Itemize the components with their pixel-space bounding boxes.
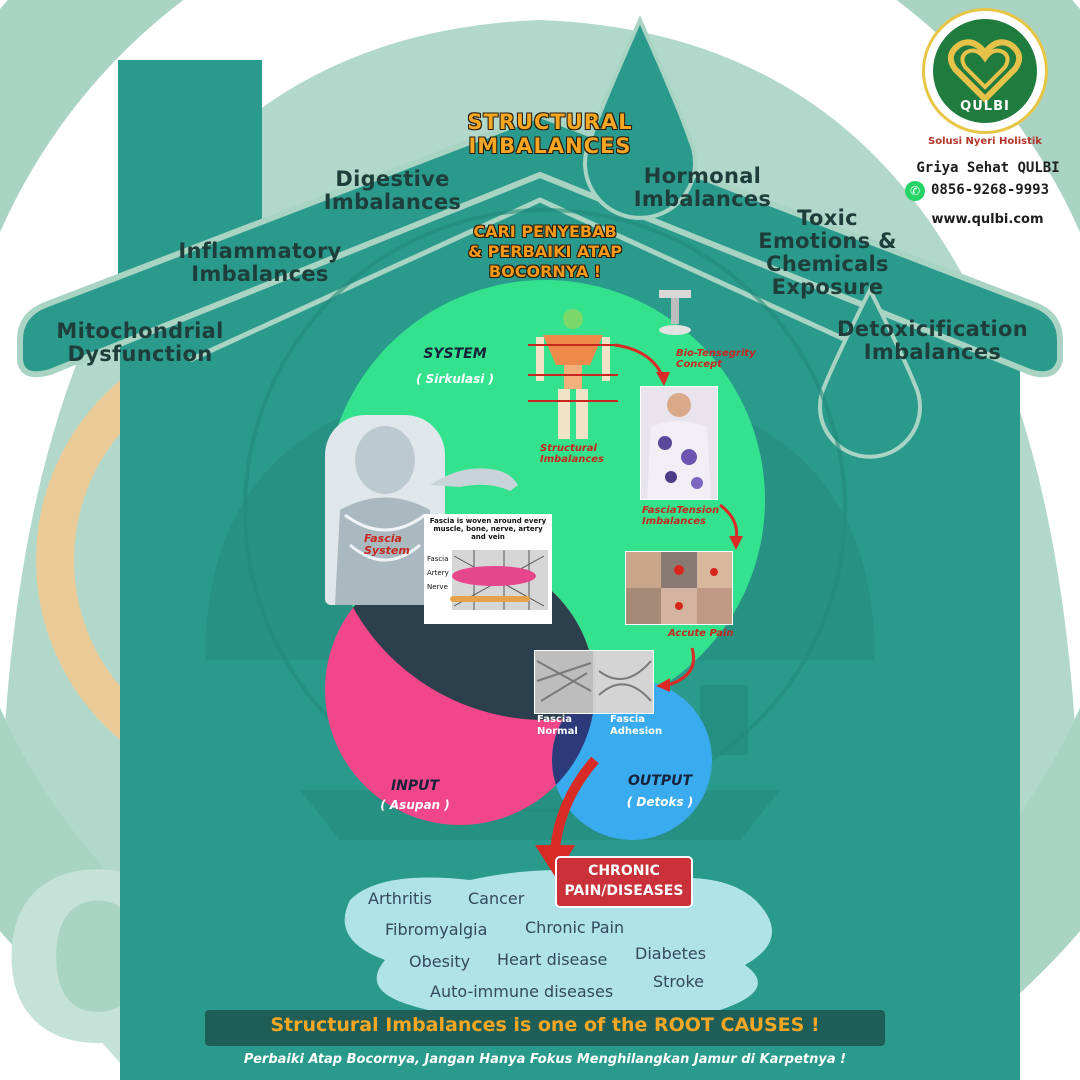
disease-arthritis: Arthritis <box>368 889 433 908</box>
venn-system-sub: ( Sirkulasi ) <box>416 372 494 386</box>
phone-row[interactable]: ✆ 0856-9268-9993 <box>905 181 1075 201</box>
roof-title-line-1: STRUCTURAL <box>467 110 633 134</box>
caption-accute-pain: Accute Pain <box>668 628 734 639</box>
roof-title: STRUCTURAL IMBALANCES <box>450 110 650 158</box>
roof-band <box>17 111 1063 378</box>
roof-subtitle: CARI PENYEBAB & PERBAIKI ATAP BOCORNYA ! <box>440 222 650 282</box>
phone-number: 0856-9268-9993 <box>931 182 1050 198</box>
footer-headline: Structural Imbalances is one of the ROOT… <box>270 1014 820 1036</box>
fascia-arm-illustration <box>430 468 518 491</box>
roof-subtitle-line-1: CARI PENYEBAB <box>473 222 617 241</box>
acute-pain-photos <box>625 551 733 625</box>
heart-logo-icon: QULBI <box>933 19 1037 123</box>
roof-inner-line <box>188 197 892 363</box>
disease-obesity: Obesity <box>409 952 471 971</box>
disease-stroke: Stroke <box>653 972 704 991</box>
drop-top <box>583 15 697 220</box>
fascia-microscope-photos <box>534 650 654 714</box>
roof-subtitle-line-2: & PERBAIKI ATAP <box>468 242 622 261</box>
disease-heart: Heart disease <box>497 950 608 969</box>
venn-input-sub: ( Asupan ) <box>380 798 450 812</box>
venn-input-title: INPUT <box>390 778 440 794</box>
venn-output-sub: ( Detoks ) <box>626 795 694 809</box>
disease-cancer: Cancer <box>468 889 525 908</box>
whatsapp-icon: ✆ <box>905 181 925 201</box>
footer-headline-bg <box>205 1010 885 1046</box>
venn-output-title: OUTPUT <box>628 773 692 789</box>
drop-right <box>818 285 922 459</box>
red-arrow-big <box>550 756 599 851</box>
footer-subline: Perbaiki Atap Bocornya, Jangan Hanya Fok… <box>243 1052 847 1067</box>
disease-fibromyalgia: Fibromyalgia <box>385 920 488 939</box>
venn-output-circle <box>552 680 712 840</box>
clinic-name: Griya Sehat QULBI <box>916 160 1060 176</box>
brand-name: QULBI <box>960 99 1010 114</box>
brand-logo[interactable]: QULBI <box>922 8 1048 134</box>
brand-tagline: Solusi Nyeri Holistik <box>928 136 1042 147</box>
roof-subtitle-line-3: BOCORNYA ! <box>488 262 602 281</box>
website-link[interactable]: www.qulbi.com <box>931 212 1044 227</box>
skeleton-illustration <box>528 309 618 439</box>
disease-autoimmune: Auto-immune diseases <box>430 982 614 1001</box>
venn-system-title: SYSTEM <box>423 346 487 362</box>
venn-outline <box>243 208 847 812</box>
roof-title-line-2: IMBALANCES <box>468 134 632 158</box>
fascia-part-labels: Fascia Artery Nerve <box>427 555 449 591</box>
disease-diabetes: Diabetes <box>635 944 707 963</box>
disease-chronic-pain: Chronic Pain <box>525 918 625 937</box>
tensegrity-model-illustration <box>659 290 691 335</box>
fascia-tension-photo <box>640 386 718 500</box>
